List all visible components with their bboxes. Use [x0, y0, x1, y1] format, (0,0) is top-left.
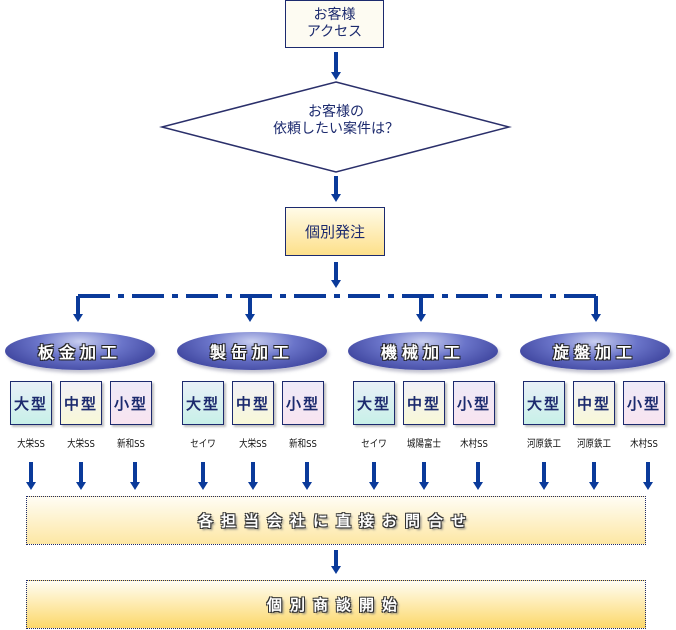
size-box: 小型 — [453, 381, 495, 425]
size-box: 小型 — [623, 381, 665, 425]
company-label: 河原鉄工 — [527, 439, 561, 450]
category-2: 製缶加工 — [177, 332, 327, 370]
size-box: 大型 — [182, 381, 224, 425]
start-line1: お客様 — [313, 7, 356, 23]
company-label: 木村SS — [630, 439, 658, 450]
contact-label: 各担当会社に直接お問合せ — [197, 512, 474, 530]
company-label: 木村SS — [460, 439, 488, 450]
company-label: 河原鉄工 — [577, 439, 611, 450]
company-arrows — [26, 462, 653, 490]
arrowhead — [73, 314, 83, 322]
company-label: 大栄SS — [17, 439, 45, 450]
size-box: 小型 — [282, 381, 324, 425]
arrowhead — [539, 482, 549, 490]
arrowhead — [591, 314, 601, 322]
order-label: 個別発注 — [304, 223, 365, 241]
size-box: 中型 — [60, 381, 102, 425]
size-box: 中型 — [573, 381, 615, 425]
arrowhead — [76, 482, 86, 490]
start-box: お客様 アクセス — [285, 0, 384, 48]
order-box: 個別発注 — [285, 207, 385, 256]
arrowhead — [26, 482, 36, 490]
category-3: 機械加工 — [348, 332, 498, 370]
company-label: セイワ — [190, 439, 216, 450]
decision-line2: 依頼したい案件は？ — [273, 121, 399, 137]
decision-diamond — [159, 81, 512, 173]
arrowhead — [302, 482, 312, 490]
contact-box: 各担当会社に直接お問合せ — [26, 496, 646, 545]
size-box: 大型 — [523, 381, 565, 425]
arrowhead — [198, 482, 208, 490]
category-1: 板金加工 — [5, 332, 155, 370]
size-box: 中型 — [403, 381, 445, 425]
company-label: 新和SS — [289, 439, 317, 450]
company-label: セイワ — [361, 439, 387, 450]
size-box: 大型 — [353, 381, 395, 425]
company-label: 大栄SS — [67, 439, 95, 450]
size-box: 大型 — [10, 381, 52, 425]
size-box: 中型 — [232, 381, 274, 425]
arrowhead — [643, 482, 653, 490]
arrowhead — [245, 314, 255, 322]
decision-text: お客様の 依頼したい案件は？ — [163, 104, 509, 138]
arrowhead — [419, 482, 429, 490]
decision-line1: お客様の — [308, 104, 364, 120]
start-line2: アクセス — [306, 24, 363, 40]
arrowhead — [331, 566, 341, 574]
arrowhead — [473, 482, 483, 490]
category-4: 旋盤加工 — [520, 332, 670, 370]
arrowhead — [248, 482, 258, 490]
negotiation-box: 個別商談開始 — [26, 580, 646, 629]
negotiation-label: 個別商談開始 — [266, 596, 405, 614]
company-label: 新和SS — [117, 439, 145, 450]
arrowhead — [331, 194, 341, 202]
company-label: 大栄SS — [239, 439, 267, 450]
arrowhead — [331, 72, 341, 80]
arrowhead — [416, 314, 426, 322]
company-label: 城陽富士 — [407, 439, 441, 450]
arrowhead — [589, 482, 599, 490]
size-box: 小型 — [110, 381, 152, 425]
arrowhead — [130, 482, 140, 490]
arrowhead — [369, 482, 379, 490]
branch-drops — [73, 296, 601, 322]
arrowhead — [331, 280, 341, 288]
